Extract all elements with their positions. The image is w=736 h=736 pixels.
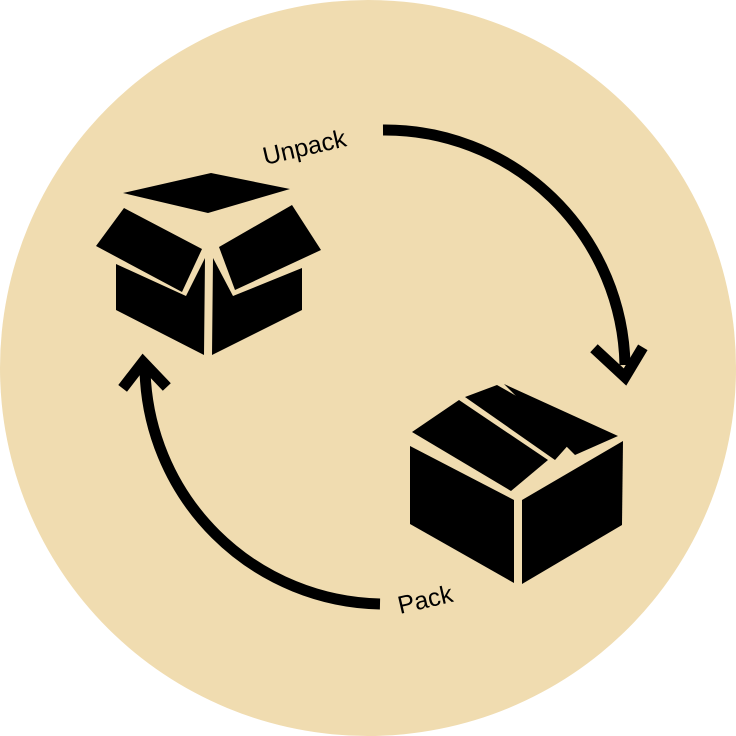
closed-box-icon [410, 384, 623, 584]
unpack-arrow [382, 124, 648, 386]
pack-arrow [118, 353, 381, 610]
open-box-icon [96, 173, 321, 355]
